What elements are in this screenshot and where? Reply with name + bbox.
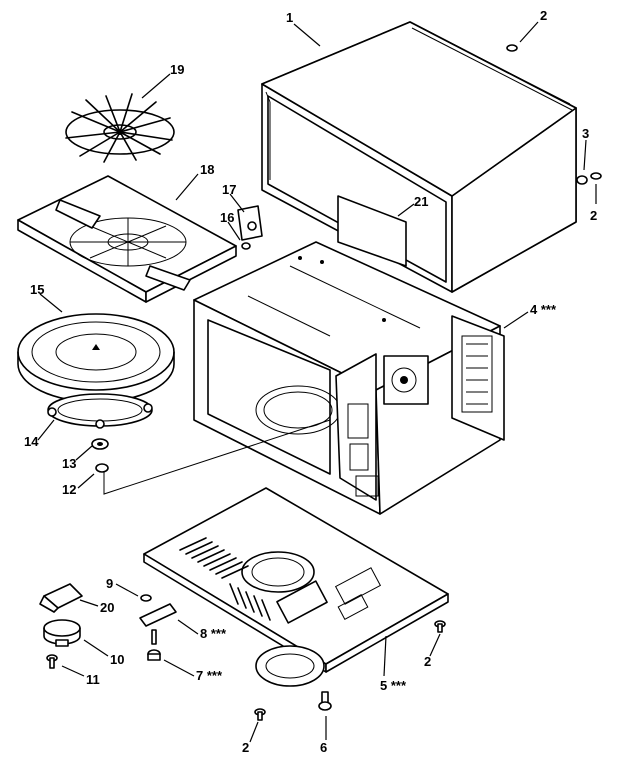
label-part-16: 16 [220,210,234,225]
label-part-1: 1 [286,10,293,25]
label-part-20: 20 [100,600,114,615]
roller-ring [47,393,153,429]
label-part-2-right: 2 [424,654,431,669]
mesh-pad [255,645,325,687]
label-part-3: 3 [582,126,589,141]
label-part-21: 21 [414,194,428,209]
label-part-2-bottom: 2 [242,740,249,755]
screw-2-side [590,172,602,180]
screw-2-right [434,620,446,633]
label-part-18: 18 [200,162,214,177]
label-part-5: 5 *** [380,678,407,693]
washer [95,463,109,473]
screw-11 [46,654,58,669]
foot-6 [318,691,332,711]
bracket-8 [139,603,177,627]
stirrer-bracket [237,205,263,250]
callout-lines [37,21,597,743]
label-part-11: 11 [86,672,100,687]
label-part-8: 8 *** [200,626,227,641]
label-part-2-side: 2 [590,208,597,223]
motor-bracket [39,583,83,613]
label-part-17: 17 [222,182,236,197]
label-part-7: 7 *** [196,668,223,683]
label-part-4: 4 *** [530,302,557,317]
stirrer-fan [65,93,175,163]
label-part-10: 10 [110,652,124,667]
label-part-2-top: 2 [540,8,547,23]
label-part-14: 14 [24,434,39,449]
label-part-12: 12 [62,482,76,497]
foot-7 [147,629,161,661]
screw-2-bottom [254,708,266,721]
turntable-motor [43,619,81,647]
base-plate [143,487,449,673]
stirrer-tray [17,175,237,303]
oven-cavity [193,241,505,515]
rating-plate [337,195,407,267]
turntable-tray [17,313,175,403]
label-part-13: 13 [62,456,76,471]
screw-2-top [506,44,518,52]
label-part-6: 6 [320,740,327,755]
label-part-15: 15 [30,282,44,297]
label-part-19: 19 [170,62,184,77]
coupler [91,438,109,450]
label-part-9: 9 [106,576,113,591]
clip-9 [140,594,152,602]
part-labels: 1 2 3 2 4 *** 21 19 18 17 16 15 14 13 12… [24,8,597,755]
washer-3 [576,175,588,185]
